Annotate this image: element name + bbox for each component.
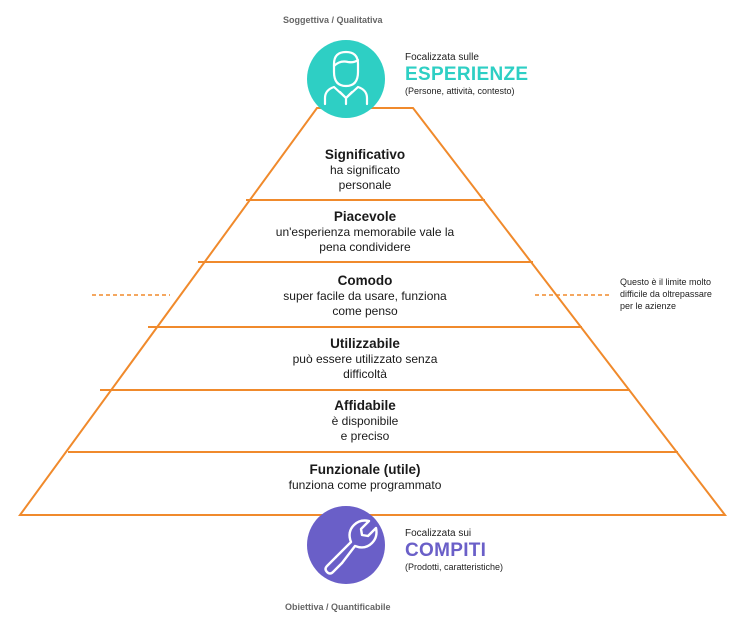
person-icon xyxy=(323,50,369,106)
level-utilizzabile: Utilizzabile può essere utilizzato senza… xyxy=(170,335,560,382)
bottom-focus-subtitle: (Prodotti, caratteristiche) xyxy=(405,562,504,572)
top-axis-label: Soggettiva / Qualitativa xyxy=(283,15,383,25)
top-focus-subtitle: (Persone, attività, contesto) xyxy=(405,86,515,96)
level-description: è disponibile e preciso xyxy=(331,414,399,443)
level-comodo: Comodo super facile da usare, funziona c… xyxy=(170,272,560,319)
level-title: Affidabile xyxy=(334,398,396,413)
bottom-focus-prefix: Focalizzata sui xyxy=(405,528,472,539)
level-title: Funzionale (utile) xyxy=(309,462,421,477)
top-focus-title: ESPERIENZE xyxy=(405,64,529,85)
level-significativo: Significativo ha significato personale xyxy=(245,146,485,193)
pyramid-outline xyxy=(18,107,728,516)
bottom-focus-circle xyxy=(307,506,385,584)
level-piacevole: Piacevole un'esperienza memorabile vale … xyxy=(200,208,530,255)
threshold-note: Questo è il limite molto difficile da ol… xyxy=(620,277,712,311)
top-focus-circle xyxy=(307,40,385,118)
level-funzionale: Funzionale (utile) funziona come program… xyxy=(170,461,560,493)
level-title: Piacevole xyxy=(333,209,397,224)
level-description: ha significato personale xyxy=(329,163,401,192)
level-description: un'esperienza memorabile vale la pena co… xyxy=(275,225,455,254)
level-title: Significativo xyxy=(324,147,406,162)
level-title: Comodo xyxy=(337,273,393,288)
level-affidabile: Affidabile è disponibile e preciso xyxy=(170,397,560,444)
level-description: funziona come programmato xyxy=(288,478,442,492)
bottom-axis-label: Obiettiva / Quantificabile xyxy=(285,602,391,612)
bottom-focus-title: COMPITI xyxy=(405,540,487,561)
bottom-focus-text: Focalizzata sui COMPITI (Prodotti, carat… xyxy=(405,528,503,573)
top-focus-text: Focalizzata sulle ESPERIENZE (Persone, a… xyxy=(405,52,528,97)
level-description: può essere utilizzato senza difficoltà xyxy=(292,352,438,381)
level-title: Utilizzabile xyxy=(330,336,400,351)
wrench-icon xyxy=(324,519,378,575)
level-description: super facile da usare, funziona come pen… xyxy=(283,289,447,318)
top-focus-prefix: Focalizzata sulle xyxy=(405,52,479,63)
